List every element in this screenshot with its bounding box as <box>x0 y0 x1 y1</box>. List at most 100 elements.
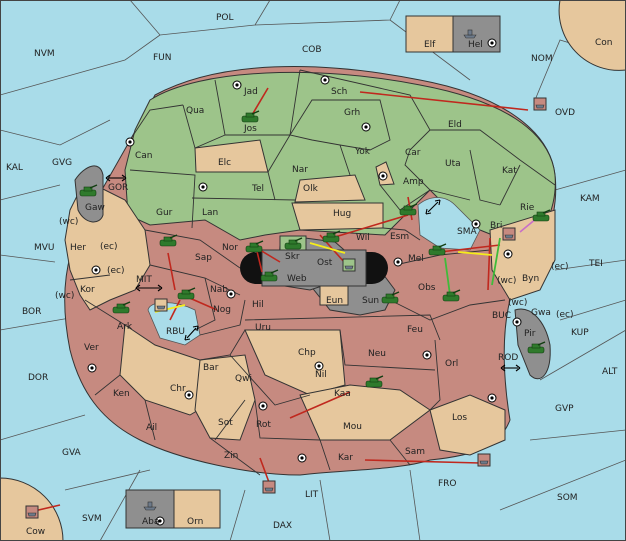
province-label: Gaw <box>85 203 105 213</box>
province-labels: Jad Sch Qua Jos Grh Eld Can Yok Car Uta … <box>70 40 551 527</box>
fleet-icon <box>342 258 356 272</box>
army-icon <box>442 289 461 302</box>
sea-label: NOM <box>531 54 553 64</box>
province-elf[interactable] <box>405 15 454 53</box>
fleet-icon <box>477 453 491 467</box>
army-icon <box>260 269 279 282</box>
sea-label: TEI <box>588 259 603 269</box>
province-label: Hug <box>333 209 351 219</box>
fleet-icon <box>143 501 157 511</box>
province-label: Ark <box>117 322 133 332</box>
province-label: Rot <box>256 420 271 430</box>
province-label: Eun <box>326 296 343 306</box>
province-label: Chr <box>170 384 186 394</box>
fleet-icon <box>533 97 547 111</box>
province-sot[interactable] <box>194 354 256 441</box>
province-label: Uta <box>445 159 461 169</box>
army-icon <box>532 209 551 222</box>
province-label: Obs <box>418 283 436 293</box>
sea-label: FUN <box>153 53 172 63</box>
province-label: Kor <box>80 285 95 295</box>
sea-sma[interactable] <box>417 197 481 251</box>
province-label: Jos <box>243 124 257 134</box>
province-label: Zin <box>224 451 238 461</box>
province-label: Tel <box>251 184 264 194</box>
region-north <box>124 71 556 261</box>
province-label: Rie <box>520 203 535 213</box>
province-label: Yok <box>354 147 371 157</box>
coast-label: (wc) <box>59 217 78 227</box>
province-label: Sam <box>405 447 425 457</box>
sea-labels: POL NVM FUN COB NOM Con KAL GVG GOR MVU … <box>6 13 618 537</box>
sea-label: BUC <box>492 311 511 321</box>
sea-rbu[interactable] <box>147 302 201 346</box>
province-label: Byn <box>522 274 539 284</box>
province-label: Wil <box>356 233 370 243</box>
province-label: Nab <box>210 285 228 295</box>
province-label: Kat <box>502 166 517 176</box>
province-orn[interactable] <box>173 489 221 529</box>
sea-label: KAM <box>580 194 600 204</box>
fleet-icon <box>502 227 516 241</box>
fleet-icon <box>463 29 477 39</box>
coast-label: (ec) <box>100 242 118 252</box>
province-label: Web <box>287 274 307 284</box>
province-label: Gwa <box>531 308 551 318</box>
sea-label: KUP <box>571 328 589 338</box>
province-label: Qua <box>186 106 204 116</box>
sea-label: SVM <box>82 514 102 524</box>
province-label: Sch <box>331 87 347 97</box>
army-icon <box>284 237 303 250</box>
province-label: Esm <box>390 232 409 242</box>
province-label: Nil <box>315 370 327 380</box>
sea-label: DOR <box>28 373 48 383</box>
sea-label: MVU <box>34 243 55 253</box>
province-label: Mou <box>343 422 362 432</box>
province-label: Sap <box>195 253 212 263</box>
province-label: Skr <box>285 252 300 262</box>
coast-label: (ec) <box>107 266 125 276</box>
sea-label: ROD <box>498 353 518 363</box>
coast-label: (wc) <box>508 298 527 308</box>
sea-label: LIT <box>305 490 319 500</box>
sea-label: GVG <box>52 158 72 168</box>
coast-label: (wc) <box>55 291 74 301</box>
sea-label: ALT <box>602 367 618 377</box>
province-label: Lan <box>202 208 218 218</box>
province-label: Mel <box>408 254 424 264</box>
province-label: Her <box>70 243 86 253</box>
sea-label: KAL <box>6 163 23 173</box>
sea-label: FRO <box>438 479 457 489</box>
province-label: Feu <box>407 325 423 335</box>
province-label: Nog <box>213 305 231 315</box>
province-con[interactable] <box>558 0 626 71</box>
province-label: Kar <box>338 453 353 463</box>
army-icon <box>177 287 196 300</box>
army-icon <box>428 243 447 256</box>
province-label: Nor <box>222 243 238 253</box>
army-icon <box>381 291 400 304</box>
province-label: Los <box>452 413 467 423</box>
province-los[interactable] <box>429 394 506 456</box>
province-label: Olk <box>303 184 319 194</box>
army-icon <box>112 301 131 314</box>
sea-label: SOM <box>557 493 578 503</box>
sea-label: POL <box>216 13 234 23</box>
province-label: Elc <box>218 158 231 168</box>
sea-label: BOR <box>22 307 41 317</box>
province-label: Sun <box>362 296 379 306</box>
province-label: Sot <box>218 418 233 428</box>
army-icon <box>399 203 418 216</box>
fleet-icon <box>262 480 276 494</box>
province-label: Chp <box>298 348 316 358</box>
units <box>25 29 551 519</box>
sea-label: GVA <box>62 448 82 458</box>
province-label: Uru <box>255 323 271 333</box>
province-label: Ost <box>317 258 333 268</box>
army-icon <box>527 341 546 354</box>
army-icon <box>241 110 260 123</box>
province-label: Nar <box>292 165 308 175</box>
sea-label: Con <box>595 38 613 48</box>
province-olk[interactable] <box>294 174 366 203</box>
army-icon <box>365 375 384 388</box>
